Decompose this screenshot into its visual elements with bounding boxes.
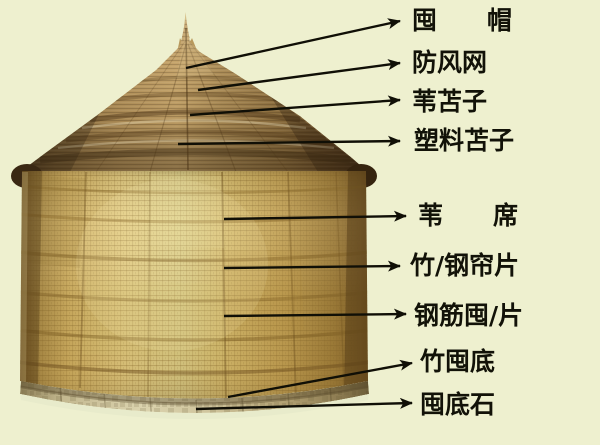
label-wei-xi: 苇 席: [418, 201, 519, 230]
label-suliao-shan-zi: 塑料苫子: [414, 126, 515, 155]
arrow-gangjin-dun: [223, 308, 407, 320]
arrow-fang-feng-wang: [197, 59, 401, 92]
silo-body: [20, 171, 368, 399]
arrow-wei-xi: [223, 210, 407, 222]
label-zhu-dun-di: 竹囤底: [420, 347, 496, 376]
label-fang-feng-wang: 防风网: [412, 48, 488, 77]
arrow-wei-shan-zi: [189, 95, 401, 117]
arrow-zhu-gang-lian: [223, 260, 401, 272]
label-zhu-gang-lian: 竹/钢帘片: [410, 251, 520, 280]
label-dun-mao: 囤 帽: [412, 6, 513, 35]
arrow-dun-mao: [185, 18, 401, 70]
label-wei-shan-zi: 苇苫子: [412, 87, 488, 116]
arrow-suliao-shan-zi: [177, 135, 401, 147]
arrow-dun-di-shi: [195, 397, 413, 411]
arrow-zhu-dun-di: [227, 359, 413, 399]
label-gangjin-dun: 钢筋囤/片: [414, 301, 524, 330]
label-dun-di-shi: 囤底石: [420, 390, 496, 419]
leader-arrows: [177, 18, 413, 411]
